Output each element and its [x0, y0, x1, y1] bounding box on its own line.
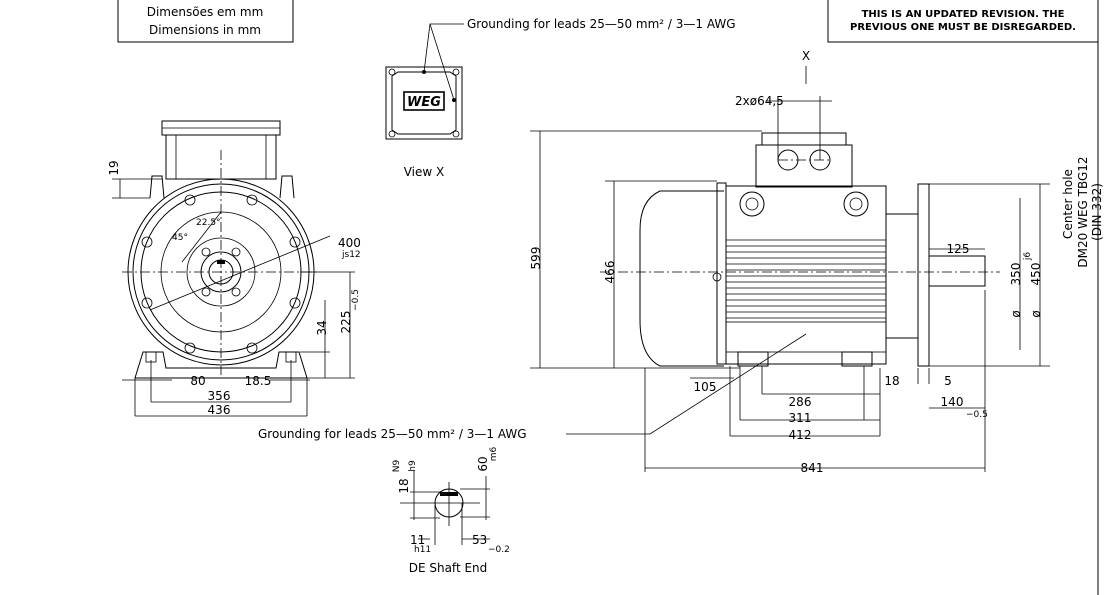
shaft-dim-60: 60 [476, 456, 490, 471]
view-x-label: View X [404, 165, 445, 179]
dim-412: 412 [789, 428, 812, 442]
dim-18: 18 [884, 374, 899, 388]
shaft-dim-18-tol2: h9 [408, 460, 418, 472]
dim-400-tol: js12 [341, 250, 361, 260]
dim-436: 436 [208, 403, 231, 417]
revision-box: THIS IS AN UPDATED REVISION. THE PREVIOU… [827, 0, 1099, 43]
dim-599: 599 [529, 247, 543, 270]
front-view: 19 22.5° 45° 400 js12 225 −0.5 34 80 18.… [107, 120, 361, 417]
shaft-dim-53-tol: −0.2 [488, 545, 510, 555]
dim-350-tol: j6 [1023, 252, 1033, 262]
shaft-dim-60-tol: m6 [489, 446, 499, 461]
shaft-dim-18-tol: N9 [392, 460, 402, 473]
angle-45: 45° [172, 233, 188, 243]
dim-140-tol: −0.5 [966, 410, 988, 420]
dim-5: 5 [944, 374, 952, 388]
dim-311: 311 [789, 411, 812, 425]
grounding-bottom-text: Grounding for leads 25—50 mm² / 3—1 AWG [258, 427, 527, 441]
revision-line-2: PREVIOUS ONE MUST BE DISREGARDED. [850, 22, 1076, 33]
dim-841: 841 [801, 461, 824, 475]
units-line-1: Dimensões em mm [147, 5, 264, 19]
conduit-label: 2xø64,5 [735, 94, 784, 108]
dim-125: 125 [947, 242, 970, 256]
phi-450: ø [1029, 310, 1043, 317]
dim-80: 80 [190, 374, 205, 388]
units-box: Dimensões em mm Dimensions in mm [117, 0, 294, 43]
center-hole-1: Center hole [1061, 169, 1075, 239]
flange-bolt-holes [141, 194, 301, 354]
grounding-top-callout: Grounding for leads 25—50 mm² / 3—1 AWG [423, 17, 736, 101]
grounding-bottom-callout: Grounding for leads 25—50 mm² / 3—1 AWG [258, 333, 807, 441]
dim-350: 350 [1009, 263, 1023, 286]
shaft-dim-11: 11 [410, 533, 425, 547]
de-shaft-end: 18 N9 h9 60 m6 11 h11 53 −0.2 DE Shaft E… [392, 446, 510, 575]
shaft-end-label: DE Shaft End [409, 561, 488, 575]
dim-105: 105 [694, 380, 717, 394]
grounding-top-text: Grounding for leads 25—50 mm² / 3—1 AWG [467, 17, 736, 31]
dim-400: 400 [338, 236, 361, 250]
shaft-dim-18: 18 [397, 478, 411, 493]
shaft-dim-11-tol: h11 [414, 545, 431, 555]
cooling-fins [726, 239, 886, 319]
dim-286: 286 [789, 395, 812, 409]
angle-22-5: 22.5° [196, 218, 221, 228]
terminal-box-view-x: WEG View X [385, 66, 463, 179]
weg-logo-text: WEG [407, 95, 441, 110]
dim-18-5: 18.5 [245, 374, 272, 388]
dim-225: 225 [339, 311, 353, 334]
dim-466: 466 [603, 261, 617, 284]
side-view: X 2xø64,5 [529, 49, 1104, 475]
dim-34: 34 [315, 320, 329, 335]
center-hole-3: (DIN 332) [1090, 183, 1104, 241]
dim-450: 450 [1029, 263, 1043, 286]
dim-140: 140 [941, 395, 964, 409]
dim-19: 19 [107, 160, 121, 175]
shaft-dim-53: 53 [472, 533, 487, 547]
center-hole-2: DM20 WEG TBG12 [1076, 156, 1090, 267]
units-line-2: Dimensions in mm [149, 23, 261, 37]
dim-356: 356 [208, 389, 231, 403]
phi-350: ø [1009, 310, 1023, 317]
revision-line-1: THIS IS AN UPDATED REVISION. THE [862, 9, 1065, 20]
dim-225-tol: −0.5 [351, 289, 361, 311]
x-marker: X [802, 49, 810, 63]
